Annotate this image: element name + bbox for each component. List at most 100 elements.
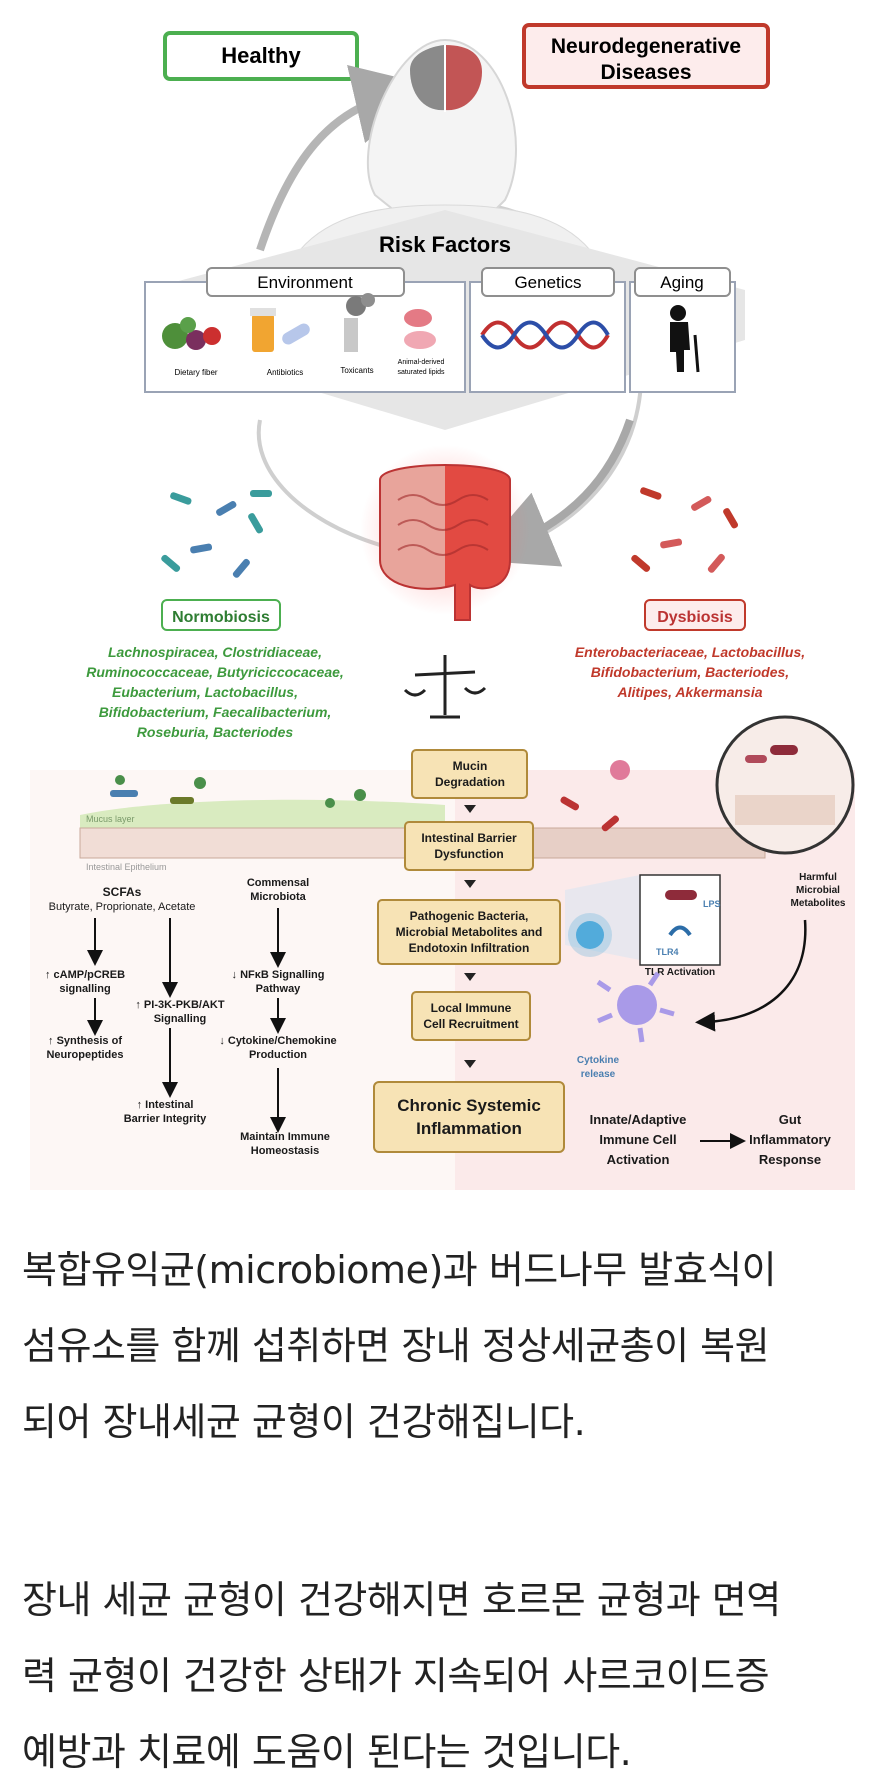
- svg-text:Innate/Adaptive: Innate/Adaptive: [590, 1112, 687, 1127]
- svg-text:Normobiosis: Normobiosis: [172, 609, 270, 626]
- svg-text:Barrier Integrity: Barrier Integrity: [124, 1113, 207, 1125]
- step-barrier-dysfunction: [404, 821, 534, 871]
- risk-to-gut-arrow: [473, 418, 634, 567]
- saturated-lipids-icon: [404, 309, 436, 349]
- step-arrows: [464, 805, 476, 1068]
- svg-text:↓ Cytokine/Chemokine: ↓ Cytokine/Chemokine: [219, 1035, 336, 1047]
- svg-text:Endotoxin Infiltration: Endotoxin Infiltration: [409, 941, 530, 955]
- svg-text:Pathogenic Bacteria,: Pathogenic Bacteria,: [410, 909, 529, 923]
- paragraph-1-line: 복합유익균(microbiome)과 버드나무 발효식이: [22, 1248, 777, 1292]
- svg-text:Neuropeptides: Neuropeptides: [46, 1049, 123, 1061]
- svg-text:Inflammatory: Inflammatory: [749, 1132, 831, 1147]
- gut-to-brain-arrow: [256, 65, 434, 252]
- svg-text:TLR Activation: TLR Activation: [645, 967, 715, 978]
- aging-box: Aging: [629, 267, 736, 393]
- zoom-circle: [715, 715, 855, 855]
- svg-text:Maintain Immune: Maintain Immune: [240, 1131, 330, 1143]
- dietary-fiber-icon: [162, 317, 221, 350]
- svg-text:Cytokine: Cytokine: [577, 1055, 620, 1066]
- svg-text:Cell Recruitment: Cell Recruitment: [423, 1017, 518, 1031]
- svg-text:Homeostasis: Homeostasis: [251, 1145, 319, 1157]
- svg-text:Commensal: Commensal: [247, 877, 309, 889]
- lipids-label-2: saturated lipids: [397, 369, 445, 376]
- svg-text:↓ NFκB Signalling: ↓ NFκB Signalling: [232, 969, 325, 981]
- svg-text:Eubacterium, Lactobacillus,: Eubacterium, Lactobacillus,: [112, 684, 298, 700]
- dietary-fiber-label: Dietary fiber: [174, 368, 217, 377]
- svg-text:Healthy: Healthy: [221, 43, 301, 68]
- svg-text:Pathway: Pathway: [256, 983, 302, 995]
- dendritic-cell-icon: [596, 971, 675, 1043]
- intestinal-epithelium-label: Intestinal Epithelium: [86, 862, 167, 872]
- svg-text:release: release: [581, 1069, 616, 1080]
- gut-brain-axis-diagram: Healthy Neurodegenerative Diseases Risk …: [44, 23, 855, 1190]
- step-immune-recruitment: [411, 991, 531, 1041]
- svg-text:Aging: Aging: [660, 273, 703, 292]
- healthy-label: Healthy: [163, 31, 359, 81]
- svg-text:↑ Synthesis of: ↑ Synthesis of: [48, 1035, 122, 1047]
- genetics-box: Genetics: [469, 267, 626, 393]
- step-chronic-inflammation: [373, 1081, 565, 1153]
- svg-text:Dysfunction: Dysfunction: [434, 847, 503, 861]
- dna-icon: [480, 320, 610, 350]
- paragraph-1: 복합유익균(microbiome)과 버드나무 발효식이 섬유소를 함께 섭취하…: [22, 1232, 872, 1460]
- svg-text:Metabolites: Metabolites: [790, 898, 845, 909]
- svg-text:Bifidobacterium, Faecalibacter: Bifidobacterium, Faecalibacterium,: [99, 704, 332, 720]
- svg-text:↑ cAMP/pCREB: ↑ cAMP/pCREB: [45, 969, 125, 981]
- svg-text:Diseases: Diseases: [600, 61, 691, 84]
- svg-text:Degradation: Degradation: [435, 775, 505, 789]
- elderly-person-icon: [670, 305, 700, 373]
- svg-text:Production: Production: [249, 1049, 307, 1061]
- antibiotics-label: Antibiotics: [267, 368, 303, 377]
- mucus-layer-label: Mucus layer: [86, 814, 135, 824]
- balance-scale-icon: [403, 655, 487, 719]
- left-signalling-flow: SCFAs Butyrate, Proprionate, Acetate Com…: [45, 877, 337, 1157]
- center-process-steps: Mucin Degradation Intestinal Barrier Dys…: [373, 749, 565, 1153]
- disease-label: Neurodegenerative Diseases: [522, 23, 770, 89]
- svg-text:Inflammation: Inflammation: [416, 1119, 522, 1138]
- svg-text:Local Immune: Local Immune: [431, 1001, 512, 1015]
- normobiosis-species: Lachnospiracea, Clostridiaceae, Ruminoco…: [86, 644, 344, 740]
- left-loop-arc: [256, 419, 381, 547]
- paragraph-2-line: 력 균형이 건강한 상태가 지속되어 사르코이드증: [22, 1654, 770, 1698]
- paragraph-1-line: 섬유소를 함께 섭취하면 장내 정상세균총이 복원: [22, 1324, 770, 1368]
- svg-text:Intestinal Barrier: Intestinal Barrier: [421, 831, 517, 845]
- paragraph-2: 장내 세균 균형이 건강해지면 호르몬 균형과 면역 력 균형이 건강한 상태가…: [22, 1562, 872, 1790]
- svg-text:Roseburia, Bacteriodes: Roseburia, Bacteriodes: [137, 724, 294, 740]
- paragraph-2-line: 장내 세균 균형이 건강해지면 호르몬 균형과 면역: [22, 1578, 781, 1622]
- svg-text:↑ Intestinal: ↑ Intestinal: [137, 1099, 194, 1111]
- metabolites-arrow: [695, 919, 807, 1032]
- environment-box: Environment Dietary fiber Antibiotics To…: [144, 267, 466, 393]
- svg-text:Harmful: Harmful: [799, 872, 837, 883]
- svg-text:Neurodegenerative: Neurodegenerative: [551, 35, 741, 58]
- paragraph-2-line: 예방과 치료에 도움이 된다는 것입니다.: [22, 1730, 632, 1774]
- svg-text:Immune Cell: Immune Cell: [599, 1132, 676, 1147]
- antibiotics-icon: [250, 308, 310, 352]
- immune-cell-icon: [576, 921, 604, 949]
- svg-text:Enterobacteriaceae, Lactobacil: Enterobacteriaceae, Lactobacillus,: [575, 644, 805, 660]
- svg-text:Gut: Gut: [779, 1112, 802, 1127]
- svg-text:Genetics: Genetics: [514, 273, 581, 292]
- svg-text:signalling: signalling: [59, 983, 110, 995]
- svg-text:Lachnospiracea, Clostridiaceae: Lachnospiracea, Clostridiaceae,: [108, 644, 322, 660]
- paragraph-1-line: 되어 장내세균 균형이 건강해집니다.: [22, 1400, 586, 1444]
- svg-text:Response: Response: [759, 1152, 821, 1167]
- svg-text:TLR4: TLR4: [656, 947, 679, 957]
- right-immune-flow: Harmful Microbial Metabolites LPS TLR4 T…: [565, 872, 846, 1167]
- dysbiosis-bacteria-cluster: [631, 487, 738, 573]
- dysbiosis-species: Enterobacteriaceae, Lactobacillus, Bifid…: [575, 644, 805, 700]
- lipids-label-1: Animal-derived: [398, 359, 445, 366]
- risk-factors-title: Risk Factors: [379, 232, 511, 257]
- healthy-bacteria-cluster: [161, 490, 272, 578]
- svg-text:Microbial Metabolites and: Microbial Metabolites and: [396, 925, 543, 939]
- svg-text:Microbiota: Microbiota: [250, 891, 306, 903]
- svg-text:Dysbiosis: Dysbiosis: [657, 609, 733, 626]
- svg-text:Signalling: Signalling: [154, 1013, 207, 1025]
- step-mucin-degradation: [411, 749, 528, 799]
- svg-text:Activation: Activation: [607, 1152, 670, 1167]
- gut-icon: [360, 445, 530, 621]
- svg-text:Mucin: Mucin: [453, 759, 488, 773]
- step-pathogenic-infiltration: [377, 899, 561, 965]
- normobiosis-label: Normobiosis: [161, 599, 281, 631]
- svg-text:Bifidobacterium, Bacteriodes,: Bifidobacterium, Bacteriodes,: [591, 664, 789, 680]
- svg-text:LPS: LPS: [703, 899, 721, 909]
